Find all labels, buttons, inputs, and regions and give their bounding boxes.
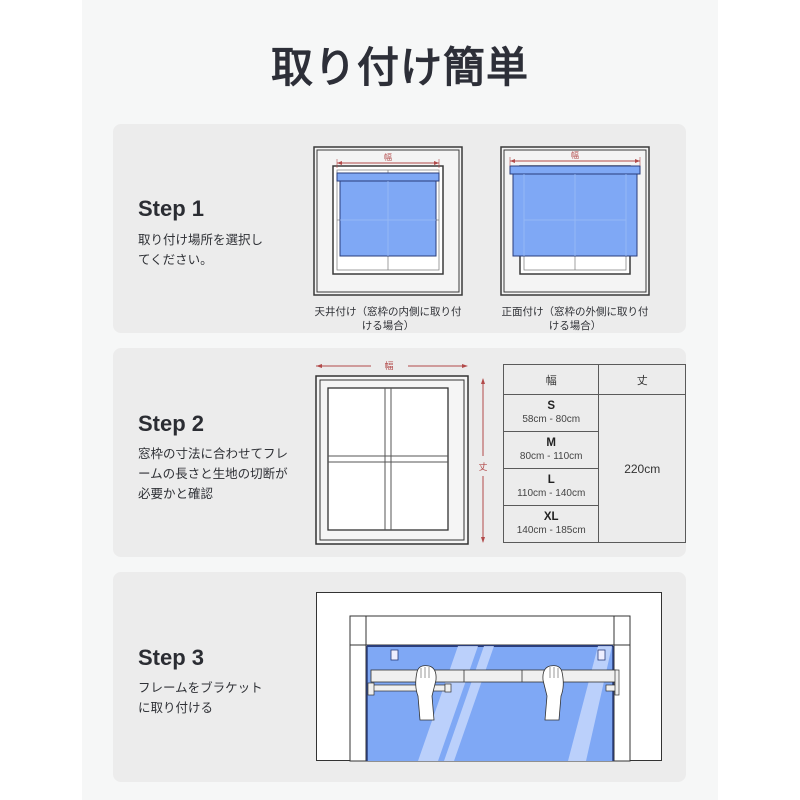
size-range: 140cm - 185cm xyxy=(516,525,586,536)
size-name: M xyxy=(546,437,556,449)
ceiling-mount-caption: 天井付け（窓枠の内側に取り付 ける場合） xyxy=(314,306,462,332)
header-width: 幅 xyxy=(502,364,600,395)
step-1-description: 取り付け場所を選択し てください。 xyxy=(138,232,264,267)
front-mount-caption: 正面付け（窓枠の外側に取り付 ける場合） xyxy=(501,306,649,332)
length-value: 220cm xyxy=(598,394,686,543)
step-3-description: フレームをブラケット に取り付ける xyxy=(138,680,263,715)
bracket-install-illustration xyxy=(316,592,662,762)
step-2-description: 窓枠の寸法に合わせてフレ ームの長さと生地の切断が 必要かと確認 xyxy=(138,446,289,501)
window-measurement-diagram: 幅 丈 xyxy=(315,360,488,545)
size-range: 80cm - 110cm xyxy=(519,451,583,462)
ceiling-mount-diagram: 幅 xyxy=(313,146,463,296)
step-3-title: Step 3 xyxy=(138,645,205,670)
right-hand-icon xyxy=(542,665,564,721)
left-hand-icon xyxy=(415,665,437,721)
width-label: 幅 xyxy=(384,152,392,162)
table-row: M 80cm - 110cm xyxy=(502,431,686,469)
step-3-card: Step 3 フレームをブラケット に取り付ける xyxy=(113,572,686,782)
size-range: 58cm - 80cm xyxy=(522,414,581,425)
front-mount-diagram: 幅 xyxy=(500,146,650,296)
step-2-title: Step 2 xyxy=(138,411,205,436)
size-name: XL xyxy=(543,511,559,523)
page-title: 取り付け簡単 xyxy=(270,43,529,92)
step-1-card: Step 1 取り付け場所を選択し てください。 幅 天井付け（窓枠の内側に取り… xyxy=(113,124,686,333)
table-row: XL 140cm - 185cm xyxy=(502,505,686,543)
width-label: 幅 xyxy=(571,150,579,160)
width-label: 幅 xyxy=(384,360,393,372)
header-length: 丈 xyxy=(598,364,686,395)
table-row: L 110cm - 140cm xyxy=(502,468,686,506)
size-name: S xyxy=(547,400,556,412)
size-table: 幅 丈 S 58cm - 80cm 220cm M 80cm - 110cm L 11… xyxy=(502,364,686,543)
step-1-title: Step 1 xyxy=(138,196,205,221)
step-2-card: Step 2 窓枠の寸法に合わせてフレ ームの長さと生地の切断が 必要かと確認 … xyxy=(113,348,686,557)
size-name: L xyxy=(547,474,555,486)
size-range: 110cm - 140cm xyxy=(517,488,586,499)
table-row: S 58cm - 80cm 220cm xyxy=(502,394,686,543)
height-label: 丈 xyxy=(478,462,487,473)
